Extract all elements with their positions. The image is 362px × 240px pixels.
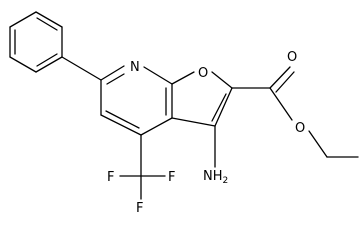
atom-label-n: N: [130, 60, 140, 75]
double-bond-inner: [211, 93, 227, 122]
double-bond-inner: [36, 17, 58, 31]
bond: [143, 66, 173, 85]
atom-label-carbonyl-o: O: [287, 50, 297, 65]
bond: [214, 87, 233, 127]
structure-canvas: N O O O NH2 F F F: [9, 11, 359, 216]
bond: [61, 56, 102, 81]
bond: [269, 66, 291, 89]
bond: [308, 130, 328, 158]
atom-label-ester-o: O: [295, 121, 305, 136]
double-bond-inner: [106, 73, 125, 85]
bond: [140, 117, 173, 136]
furan-ring: [171, 71, 233, 127]
bond: [211, 71, 233, 89]
amino-main-text: NH: [203, 169, 223, 184]
amino-subscript: 2: [223, 176, 229, 186]
pyridine-ring: [100, 65, 173, 136]
atom-label-f-bottom: F: [136, 201, 143, 216]
bond: [171, 71, 195, 85]
bond: [269, 87, 293, 121]
ester-group: [231, 66, 359, 158]
bond: [171, 117, 216, 127]
atom-label-furan-o: O: [198, 66, 208, 81]
bond: [9, 56, 37, 73]
bond: [35, 56, 63, 73]
bond: [100, 114, 142, 136]
trifluoromethyl-group: [119, 134, 166, 200]
atom-label-f-left: F: [107, 170, 114, 185]
bond: [9, 11, 37, 28]
double-bond-inner: [36, 53, 58, 67]
double-bond-inner: [275, 71, 295, 93]
bond: [35, 11, 63, 28]
double-bond-inner: [105, 110, 140, 129]
molecule-structure: N O O O NH2 F F F: [9, 11, 359, 216]
phenyl-ring: [9, 11, 63, 73]
atom-label-f-right: F: [168, 170, 175, 185]
atom-label-amino: NH2: [203, 169, 228, 186]
bond: [100, 65, 125, 81]
